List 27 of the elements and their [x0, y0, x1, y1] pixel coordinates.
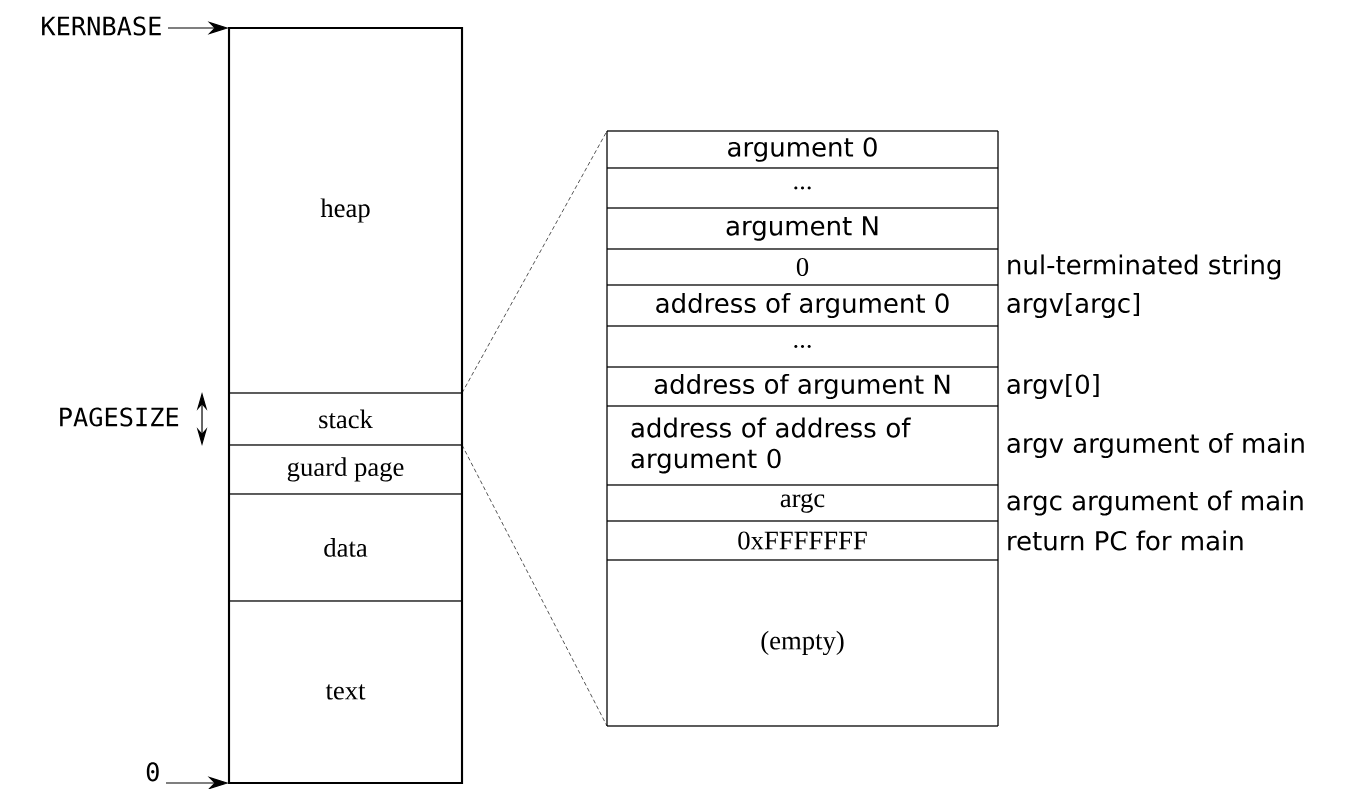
stack-cell: argument N — [606, 207, 999, 250]
stack-cell: argc — [606, 484, 999, 522]
memory-segment: guard page — [228, 444, 463, 495]
side-note: argv argument of main — [1007, 432, 1304, 459]
zoom-line — [461, 444, 608, 727]
stack-cell: (empty) — [606, 559, 999, 727]
side-note: argv[0] — [1007, 373, 1099, 400]
memory-segment: data — [228, 493, 463, 602]
side-note: return PC for main — [1008, 530, 1243, 551]
stack-cell: 0 — [606, 248, 999, 286]
side-note: argc argument of main — [1007, 490, 1303, 516]
memory-segment: text — [228, 600, 463, 784]
dimension-label: PAGESIZE — [60, 407, 179, 427]
stack-cell: ... — [606, 325, 999, 368]
address-label: KERNBASE — [42, 16, 161, 36]
address-label: 0 — [146, 762, 159, 782]
side-note: nul-terminated string — [1008, 254, 1281, 280]
stack-cell: 0xFFFFFFF — [606, 520, 999, 561]
memory-segment: stack — [228, 392, 463, 446]
stack-cell: argument 0 — [606, 130, 999, 169]
node-label: heap — [320, 198, 370, 223]
zoom-line — [461, 130, 608, 394]
stack-cell: ... — [606, 167, 999, 209]
stack-cell: address of argument N — [606, 366, 999, 407]
side-note: argv[argc] — [1007, 292, 1140, 319]
stack-cell: address of argument 0 — [606, 284, 999, 327]
stack-cell: address of address of argument 0 — [606, 405, 999, 486]
